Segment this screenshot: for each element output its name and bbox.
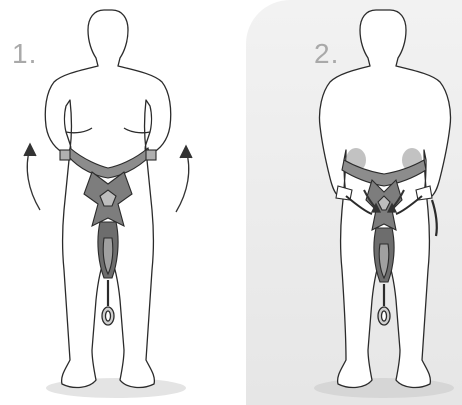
step-1-panel: 1. [0,0,231,405]
step-1-illustration [0,0,231,405]
step-2-illustration [246,0,462,405]
carabiner-icon [378,307,390,325]
floor-shadow [314,378,454,398]
carabiner-icon [102,307,114,325]
step-2-panel: 2. [246,0,462,405]
